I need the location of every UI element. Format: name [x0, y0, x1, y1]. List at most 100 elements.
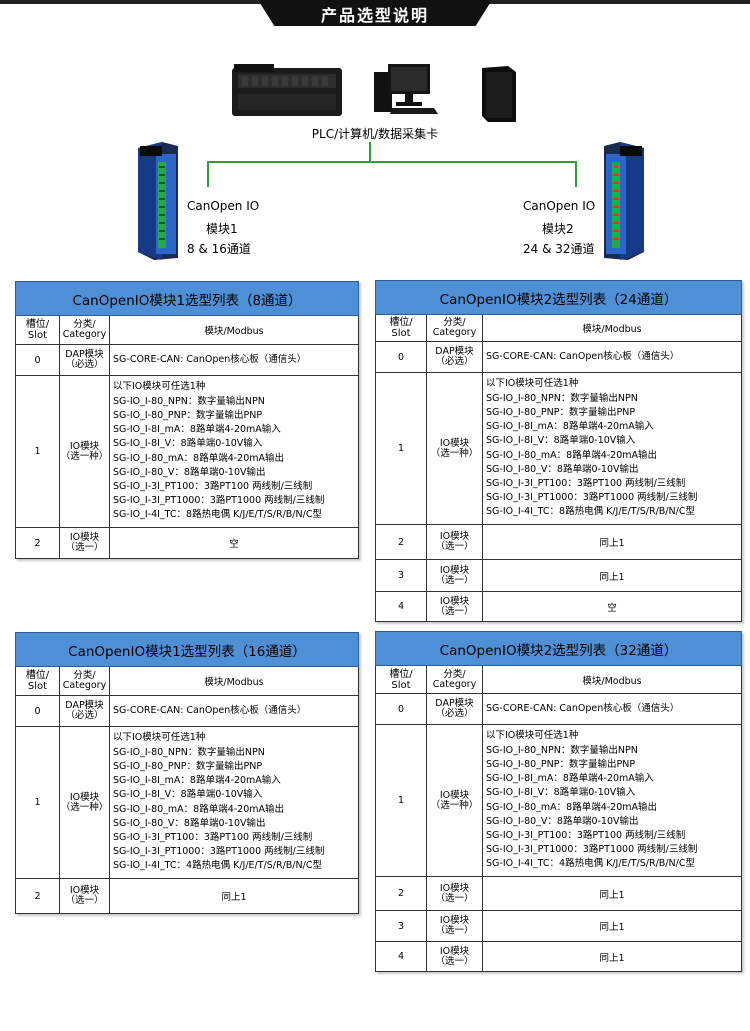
io-list-item: SG-IO_I-4I_TC：4路热电偶 K/J/E/T/S/R/B/N/C型: [486, 858, 695, 870]
slot-cell: 2: [15, 527, 60, 559]
io-list-item: 以下IO模块可任选1种: [113, 732, 206, 744]
slot-cell: 2: [15, 878, 60, 914]
slot-cell: 1: [15, 375, 60, 528]
col-header-slot: 槽位/Slot: [15, 315, 60, 345]
io-list-item: SG-IO_I-8I_V：8路单端0-10V输入: [486, 435, 636, 447]
category-cell: DAP模块（必选）: [426, 693, 483, 725]
table-row: 1 IO模块（选一种） 以下IO模块可任选1种 SG-IO_I-80_NPN：数…: [375, 372, 742, 525]
col-header-module: 模块/Modbus: [109, 315, 359, 345]
category-cell: DAP模块（必选）: [426, 341, 483, 373]
category-cell: IO模块（选一种）: [426, 724, 483, 877]
module2-line2: 模块2: [542, 222, 574, 236]
col-header-slot: 槽位/Slot: [375, 314, 427, 342]
data-card-image: [482, 66, 516, 122]
io-list-item: SG-IO_I-3I_PT100：3路PT100 两线制/三线制: [113, 831, 313, 843]
category-cell: IO模块（选一）: [426, 524, 483, 560]
banner-tab: [258, 0, 492, 26]
module-list-cell: 以下IO模块可任选1种 SG-IO_I-80_NPN：数字量输出NPN SG-I…: [482, 724, 742, 877]
module-list-cell: 以下IO模块可任选1种 SG-IO_I-80_NPN：数字量输出NPN SG-I…: [109, 375, 359, 528]
table-title: CanOpenIO模块1选型列表（8通道）: [15, 281, 359, 316]
connector-vertical: [369, 142, 371, 162]
module-cell: 空: [109, 527, 359, 559]
col-header-category: 分类/Category: [426, 314, 483, 342]
category-cell: IO模块（选一种）: [59, 375, 110, 528]
table-row: 3 IO模块（选一） 同上1: [375, 910, 742, 942]
module-cell: SG-CORE-CAN: CanOpen核心板（通信头）: [109, 344, 359, 376]
io-list-item: SG-IO_I-80_NPN：数字量输出NPN: [486, 744, 638, 756]
slot-cell: 4: [375, 591, 427, 622]
io-list-item: SG-IO_I-4I_TC：4路热电偶 K/J/E/T/S/R/B/N/C型: [113, 860, 322, 872]
module-cell: 同上1: [482, 559, 742, 592]
io-list-item: SG-IO_I-8I_mA：8路单端4-20mA输入: [486, 421, 654, 433]
col-header-category: 分类/Category: [59, 666, 110, 696]
slot-cell: 3: [375, 910, 427, 942]
table-row: 1 IO模块（选一种） 以下IO模块可任选1种 SG-IO_I-80_NPN：数…: [15, 375, 359, 528]
io-list-item: SG-IO_I-3I_PT1000：3路PT1000 两线制/三线制: [486, 492, 698, 504]
category-cell: IO模块（选一）: [426, 941, 483, 972]
module-cell: 同上1: [482, 941, 742, 972]
table-row: 2 IO模块（选一） 空: [15, 527, 359, 559]
col-header-slot: 槽位/Slot: [15, 666, 60, 696]
banner-title: 产品选型说明: [320, 6, 429, 25]
slot-cell: 1: [15, 726, 60, 879]
slot-cell: 3: [375, 559, 427, 592]
io-list-item: SG-IO_I-80_V：8路单端0-10V输出: [113, 466, 266, 478]
page-banner: 产品选型说明: [0, 0, 750, 26]
table-row: 4 IO模块（选一） 同上1: [375, 941, 742, 972]
category-cell: IO模块（选一）: [426, 876, 483, 911]
category-cell: IO模块（选一）: [426, 591, 483, 622]
io-list-item: SG-IO_I-3I_PT1000：3路PT1000 两线制/三线制: [113, 846, 325, 858]
table-24ch: CanOpenIO模块2选型列表（24通道） 槽位/Slot 分类/Catego…: [375, 280, 742, 622]
io-list-item: SG-IO_I-3I_PT100：3路PT100 两线制/三线制: [486, 829, 686, 841]
io-list-item: SG-IO_I-8I_V：8路单端0-10V输入: [486, 787, 636, 799]
category-cell: IO模块（选一）: [59, 527, 110, 559]
computer-image: [374, 64, 438, 114]
io-list-item: 以下IO模块可任选1种: [486, 730, 579, 742]
category-cell: IO模块（选一种）: [426, 372, 483, 525]
io-list-item: 以下IO模块可任选1种: [113, 381, 206, 393]
col-header-module: 模块/Modbus: [109, 666, 359, 696]
slot-cell: 4: [375, 941, 427, 972]
io-list-item: SG-IO_I-80_NPN：数字量输出NPN: [113, 395, 265, 407]
category-cell: IO模块（选一）: [426, 559, 483, 592]
io-list-item: SG-IO_I-8I_V：8路单端0-10V输入: [113, 789, 263, 801]
col-header-module: 模块/Modbus: [482, 314, 742, 342]
col-header-category: 分类/Category: [59, 315, 110, 345]
io-list-item: SG-IO_I-80_NPN：数字量输出NPN: [113, 746, 265, 758]
io-list-item: SG-IO_I-80_mA：8路单端4-20mA输出: [113, 452, 285, 464]
io-list-item: SG-IO_I-80_PNP：数字量输出PNP: [486, 758, 636, 770]
table-row: 1 IO模块（选一种） 以下IO模块可任选1种 SG-IO_I-80_NPN：数…: [375, 724, 742, 877]
io-list-item: SG-IO_I-4I_TC：8路热电偶 K/J/E/T/S/R/B/N/C型: [486, 506, 695, 518]
io-list-item: SG-IO_I-3I_PT100：3路PT100 两线制/三线制: [113, 480, 313, 492]
category-cell: IO模块（选一种）: [59, 726, 110, 879]
table-row: 0 DAP模块（必选） SG-CORE-CAN: CanOpen核心板（通信头）: [375, 693, 742, 725]
io-list-item: SG-IO_I-80_PNP：数字量输出PNP: [113, 409, 263, 421]
table-row: 0 DAP模块（必选） SG-CORE-CAN: CanOpen核心板（通信头）: [15, 344, 359, 376]
module2-line1: CanOpen IO: [523, 199, 596, 213]
io-list-item: SG-IO_I-8I_mA：8路单端4-20mA输入: [486, 773, 654, 785]
module-cell: 同上1: [482, 876, 742, 911]
module-cell: SG-CORE-CAN: CanOpen核心板（通信头）: [482, 341, 742, 373]
category-cell: DAP模块（必选）: [59, 695, 110, 727]
io-list-item: SG-IO_I-80_mA：8路单端4-20mA输出: [486, 449, 658, 461]
io-list-item: SG-IO_I-80_mA：8路单端4-20mA输出: [486, 801, 658, 813]
table-title: CanOpenIO模块2选型列表（24通道）: [375, 280, 742, 315]
connector-left: [207, 161, 209, 187]
module-cell: 空: [482, 591, 742, 622]
io-list-item: SG-IO_I-8I_mA：8路单端4-20mA输入: [113, 424, 281, 436]
module-cell: 同上1: [109, 878, 359, 914]
connector-right: [575, 161, 577, 187]
module2-line3: 24 & 32通道: [523, 242, 595, 256]
module1-line2: 模块1: [206, 222, 238, 236]
io-list-item: SG-IO_I-3I_PT1000：3路PT1000 两线制/三线制: [486, 844, 698, 856]
io-list-item: SG-IO_I-80_mA：8路单端4-20mA输出: [113, 803, 285, 815]
connector-horizontal: [207, 161, 577, 163]
module1-line3: 8 & 16通道: [187, 242, 251, 256]
host-label: PLC/计算机/数据采集卡: [311, 127, 439, 141]
io-list-item: SG-IO_I-80_V：8路单端0-10V输出: [486, 463, 639, 475]
module-list-cell: 以下IO模块可任选1种 SG-IO_I-80_NPN：数字量输出NPN SG-I…: [482, 372, 742, 525]
table-8ch: CanOpenIO模块1选型列表（8通道） 槽位/Slot 分类/Categor…: [15, 281, 359, 559]
module1-device-image: [138, 142, 178, 260]
io-list-item: SG-IO_I-8I_V：8路单端0-10V输入: [113, 438, 263, 450]
table-row: 3 IO模块（选一） 同上1: [375, 559, 742, 592]
